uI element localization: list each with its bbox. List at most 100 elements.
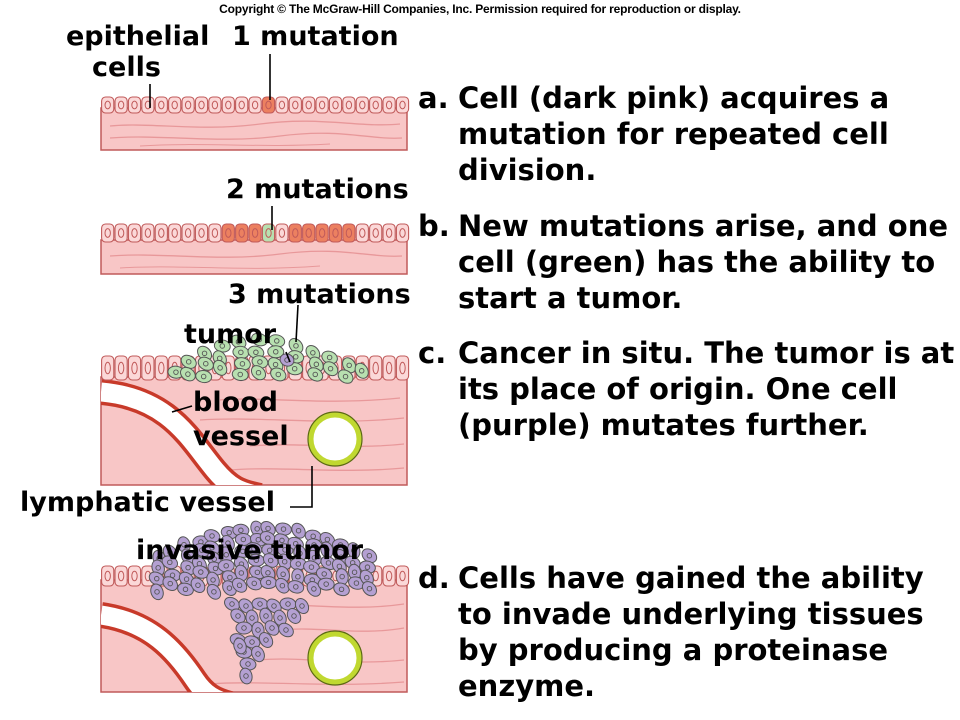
epithelial-cell-row-b [101, 223, 410, 243]
tumor-cell [230, 334, 247, 349]
mutated-cell [315, 223, 329, 243]
epithelial-cell [194, 223, 209, 243]
invasive-cell [192, 565, 210, 579]
tumor-cell [197, 356, 214, 371]
invasive-cell [286, 608, 302, 624]
epithelial-cell [395, 355, 410, 381]
mutated-cell [328, 223, 343, 243]
invasive-cell [243, 635, 261, 649]
invasive-cell [206, 583, 222, 600]
mutated-cell [288, 223, 302, 243]
leader-lines [149, 54, 313, 508]
invasive-cell [361, 581, 378, 597]
tumor-cell [354, 362, 369, 379]
label-epithelial: epithelial [66, 21, 210, 52]
tumor-cell [180, 366, 196, 382]
invasive-cell [361, 548, 378, 564]
invasive-cell [347, 563, 362, 581]
tumor-cell [250, 365, 267, 381]
epithelial-cell [275, 223, 289, 243]
epithelial-cell [154, 223, 168, 243]
epithelial-cell [141, 96, 155, 114]
epithelial-cell [127, 223, 142, 243]
epithelial-cell [114, 355, 128, 381]
epithelial-cell [141, 223, 155, 243]
epithelial-cell [127, 355, 142, 381]
tumor-cell [212, 359, 228, 376]
step-a-text: Cell (dark pink) acquires a mutation for… [458, 81, 890, 187]
epithelial-cell [114, 565, 128, 587]
epithelial-cell [194, 96, 209, 114]
tumor-cell [288, 338, 304, 354]
epithelial-cell [235, 96, 249, 114]
invasive-cell [264, 620, 280, 636]
epithelial-cell [342, 96, 356, 114]
invasive-cell [317, 577, 335, 591]
invasive-cell [315, 567, 333, 581]
invasive-cell [245, 609, 259, 627]
epithelial-cell [369, 223, 383, 243]
invasive-cell [148, 571, 165, 586]
tumor-cell [322, 361, 339, 377]
invasive-cell [206, 571, 220, 589]
epithelial-cell [181, 96, 195, 114]
invasive-cell [224, 596, 240, 612]
epithelial-cell [395, 96, 410, 114]
epithelial-cell [154, 355, 168, 381]
panel-d-tissue [100, 520, 410, 693]
epithelial-cell [141, 355, 155, 381]
step-c-text: Cancer in situ. The tumor is at its plac… [458, 336, 955, 442]
epithelial-cell [369, 355, 383, 381]
step-d-text: Cells have gained the ability to invade … [458, 561, 924, 703]
epithelial-cell [101, 223, 115, 243]
mutated-cell [342, 223, 356, 243]
invasive-cell [230, 608, 246, 624]
epithelial-cell [101, 96, 115, 114]
tumor-cell [270, 367, 287, 382]
epithelial-cell [127, 565, 142, 587]
epithelial-cell [288, 96, 302, 114]
invasive-cell [251, 645, 265, 663]
purple-mutated-cell [279, 353, 295, 367]
invasive-cell [294, 597, 310, 615]
epithelial-cell [114, 96, 128, 114]
invasive-cell [287, 580, 305, 594]
epithelial-cell [208, 223, 222, 243]
tumor-cell [268, 334, 286, 348]
invasive-cell [231, 577, 248, 593]
epithelial-cell-row-a [101, 96, 410, 114]
tumor-cell [251, 332, 268, 347]
invasive-cell [190, 577, 206, 594]
invasive-cell [177, 582, 194, 596]
mutated-cell [248, 223, 262, 243]
epithelial-cell [315, 96, 329, 114]
invasive-cell [180, 560, 196, 576]
epithelial-cell [328, 96, 343, 114]
tumor-cell [231, 367, 249, 382]
label-lymphatic-vessel: lymphatic vessel [20, 487, 275, 518]
lymphatic-vessel-c [308, 412, 362, 466]
epithelial-cell [168, 96, 182, 114]
epithelial-cell [208, 96, 222, 114]
label-2-mutations: 2 mutations [226, 174, 409, 205]
step-c-letter: c. [418, 336, 447, 370]
invasive-tumor-mass [148, 520, 378, 685]
epithelial-cell [168, 223, 182, 243]
epithelial-cell [382, 96, 396, 114]
invasive-cell [246, 576, 263, 591]
mutated-cell [235, 223, 249, 243]
epithelial-cell [127, 96, 142, 114]
invasive-cell [333, 582, 350, 597]
epithelial-cell [382, 565, 396, 587]
epithelial-cell [382, 223, 396, 243]
invasive-cell [260, 565, 276, 581]
label-3-mutations: 3 mutations [228, 279, 411, 310]
epithelial-cell [101, 565, 115, 587]
panel-a-tissue [100, 96, 410, 151]
invasive-cell [306, 581, 322, 597]
tumor-cell [195, 369, 213, 384]
invasive-cell [275, 522, 292, 536]
epithelial-cell [248, 96, 262, 114]
label-tumor: tumor [184, 319, 277, 350]
tumor-mass [167, 332, 369, 384]
